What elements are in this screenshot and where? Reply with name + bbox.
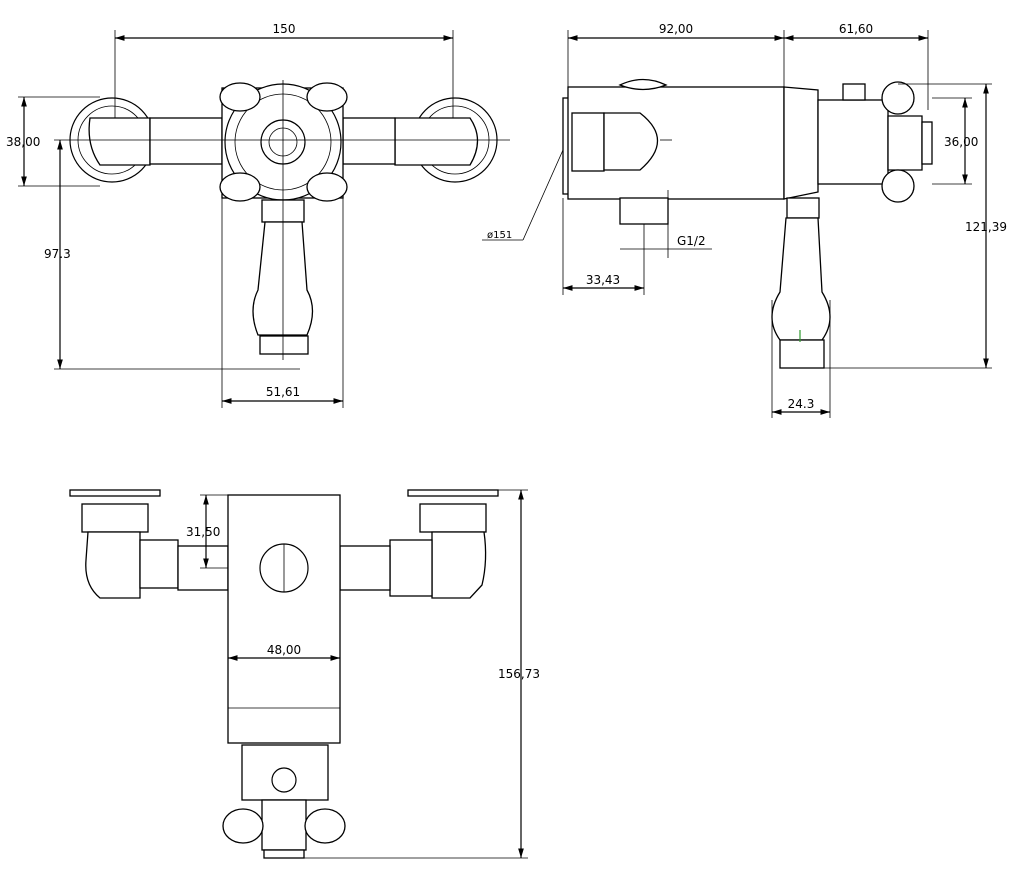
dim-side-lever-width: 24.3 <box>788 397 815 411</box>
dim-top-offset: 31,50 <box>186 525 220 539</box>
dim-side-thread: G1/2 <box>677 234 706 248</box>
dim-side-diameter: ø151 <box>487 230 512 241</box>
dim-side-total-height: 121,39 <box>965 220 1007 234</box>
top-view: 31,50 48,00 156,73 <box>69 489 540 859</box>
dim-front-height-total: 97.3 <box>44 247 71 261</box>
dim-side-outlet-offset: 33,43 <box>586 273 620 287</box>
dim-front-width: 150 <box>273 22 296 36</box>
dim-side-length: 92,00 <box>659 22 693 36</box>
side-view: 92,00 61,60 36,00 121,39 ø151 G1/2 33,43… <box>482 22 1007 418</box>
dim-side-handle-length: 61,60 <box>839 22 873 36</box>
dim-front-body-width: 51,61 <box>266 385 300 399</box>
dim-side-handle-height: 36,00 <box>944 135 978 149</box>
dim-top-body-width: 48,00 <box>267 643 301 657</box>
dim-top-total-height: 156,73 <box>498 667 540 681</box>
front-view: 150 38,00 97.3 51,61 <box>6 22 510 408</box>
dim-front-height-left: 38,00 <box>6 135 40 149</box>
